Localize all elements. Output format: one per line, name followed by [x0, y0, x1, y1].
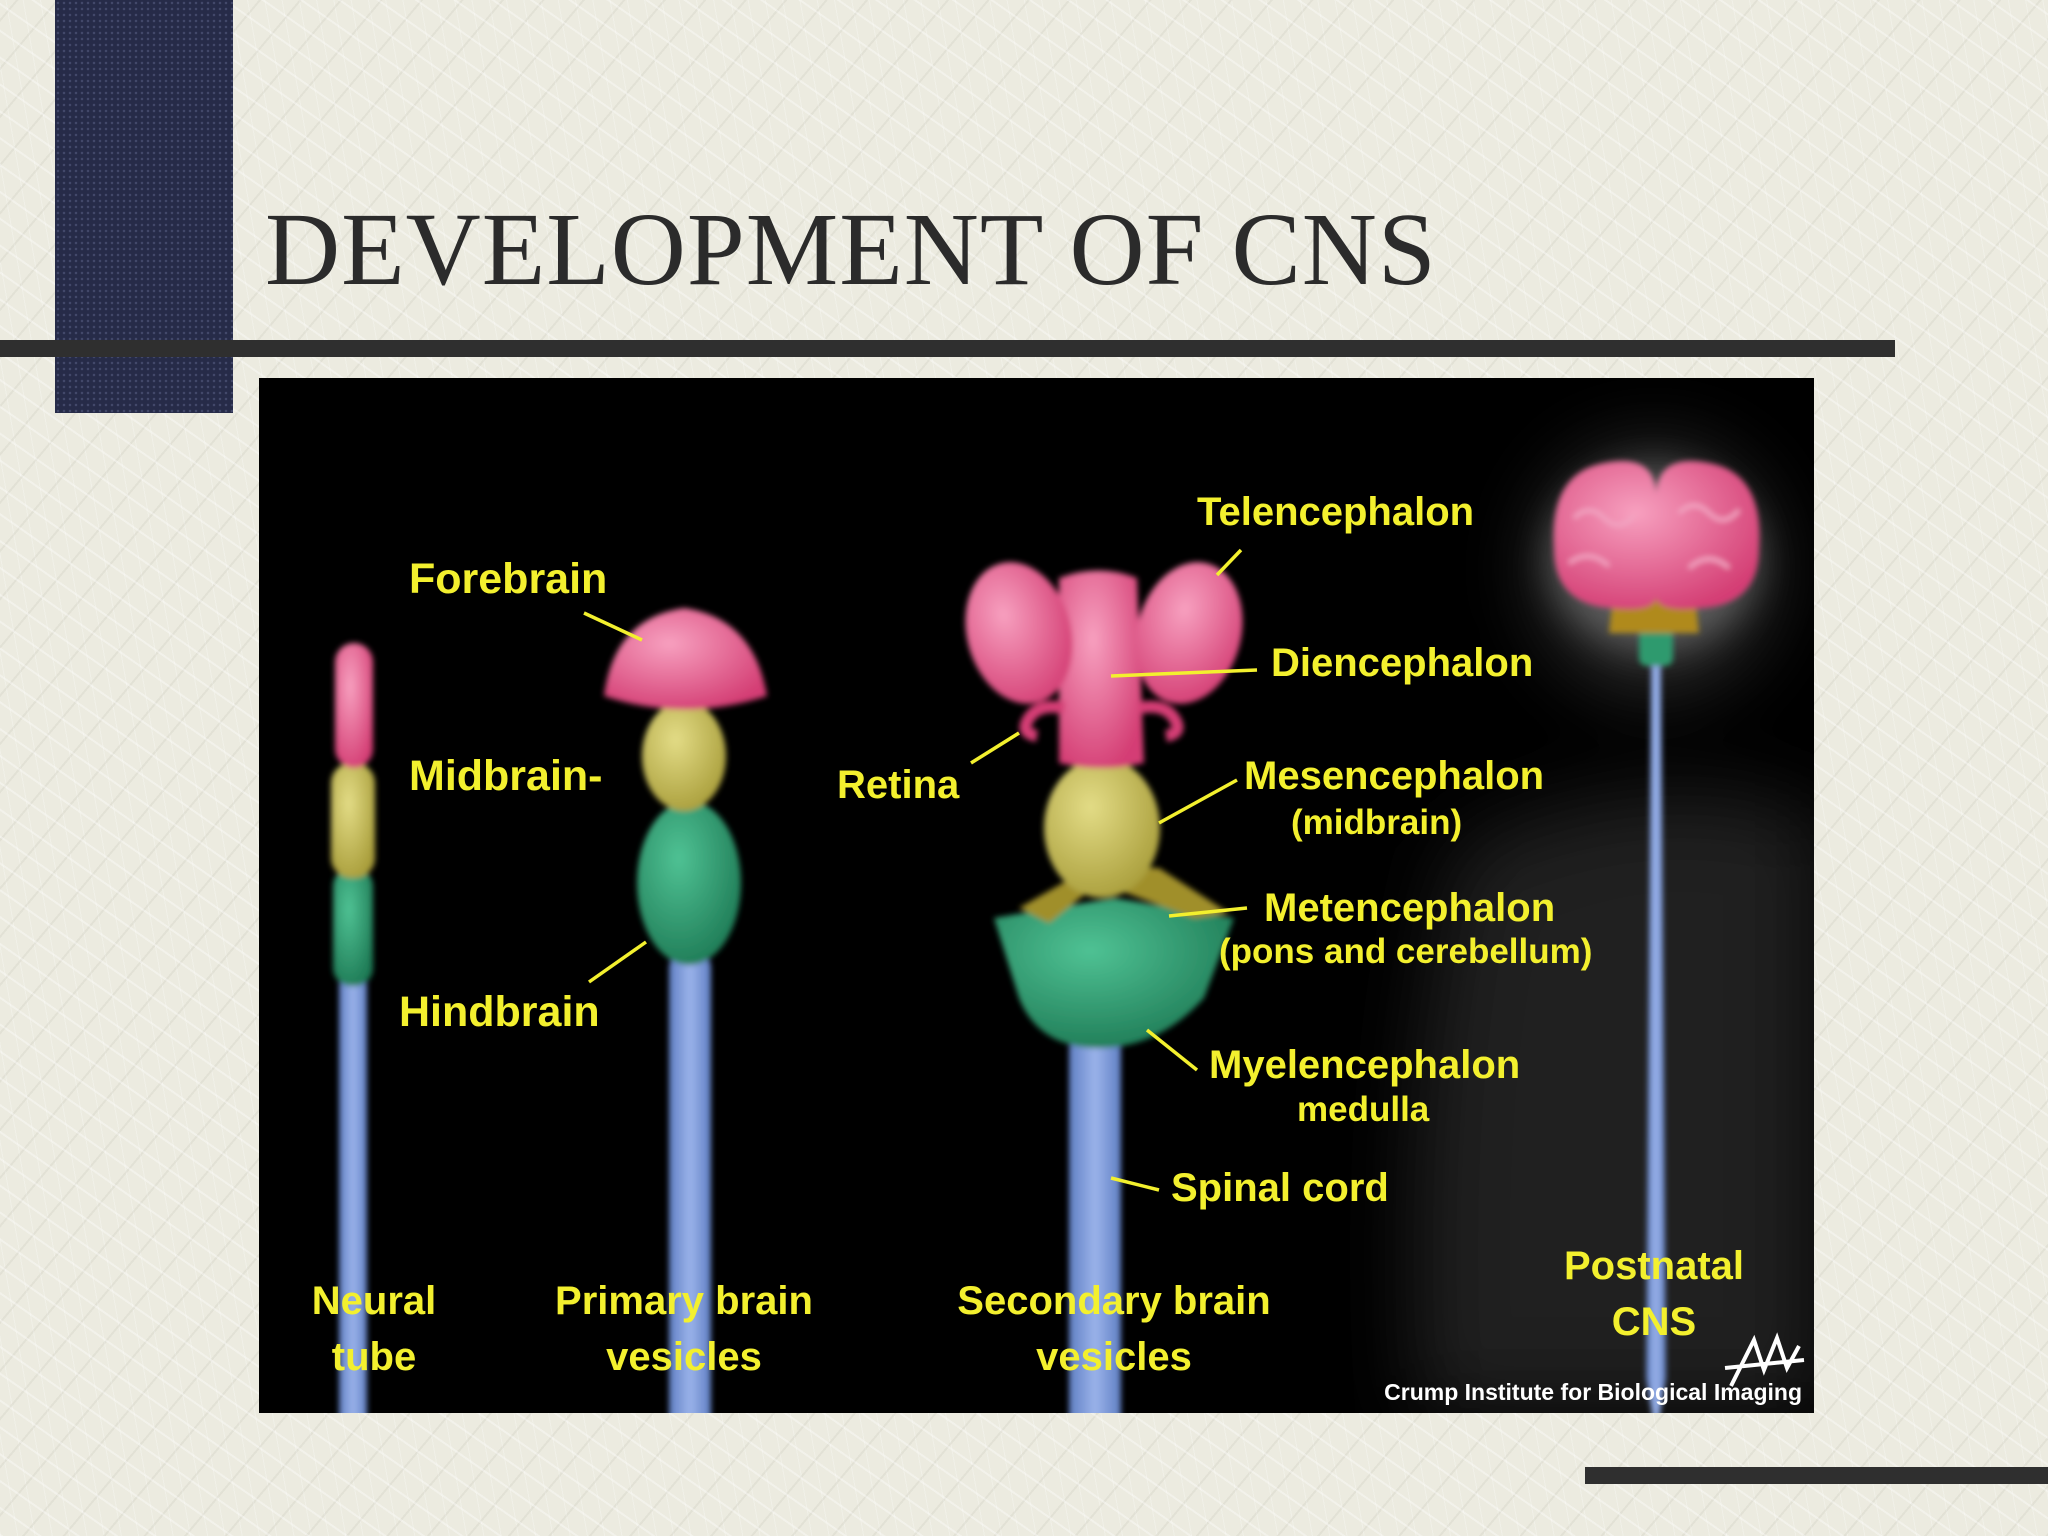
primary-caption-line2: vesicles: [606, 1335, 762, 1379]
spinal-cord-leader: [1110, 1176, 1160, 1192]
hindbrain-label: Hindbrain: [399, 988, 600, 1036]
neural-tube-forebrain-segment: [335, 643, 373, 768]
retina-label: Retina: [837, 763, 960, 807]
postnatal-caption-line1: Postnatal: [1564, 1244, 1744, 1288]
telencephalon-label: Telencephalon: [1197, 490, 1474, 534]
hindbrain-leader: [587, 940, 648, 984]
neural-tube-caption-line2: tube: [332, 1335, 416, 1379]
metencephalon-leader: [1168, 906, 1248, 918]
secondary-caption-line2: vesicles: [1036, 1335, 1192, 1379]
secondary-caption-line1: Secondary brain: [957, 1279, 1270, 1323]
retina-leader: [970, 731, 1020, 765]
structure-labels: Forebrain Midbrain- Hindbrain Retina Tel…: [399, 490, 1592, 1210]
forebrain-leader: [583, 611, 643, 642]
myelencephalon-label: Myelencephalon: [1209, 1043, 1520, 1087]
postnatal-cns-illustration: [1414, 448, 1814, 1413]
primary-hindbrain: [637, 801, 741, 965]
diencephalon-label: Diencephalon: [1271, 641, 1533, 685]
postnatal-brainstem: [1639, 628, 1673, 666]
myelencephalon-leader: [1145, 1028, 1199, 1072]
neural-tube-caption-line1: Neural: [312, 1279, 437, 1323]
neural-tube-hindbrain-segment: [333, 868, 373, 986]
postnatal-spinal-cord: [1646, 658, 1666, 1413]
secondary-telencephalon-right: [1135, 562, 1243, 704]
brain-gyri: [1567, 503, 1741, 570]
secondary-retina-cups: [1019, 700, 1184, 742]
postnatal-caption-line2: CNS: [1612, 1300, 1696, 1344]
primary-forebrain: [604, 608, 767, 710]
cns-development-figure: Forebrain Midbrain- Hindbrain Retina Tel…: [259, 378, 1814, 1413]
diencephalon-leader: [1110, 668, 1258, 678]
mesencephalon-leader: [1158, 778, 1238, 825]
secondary-vesicles-illustration: [965, 562, 1243, 1413]
secondary-diencephalon: [1059, 570, 1144, 768]
secondary-telencephalon-left: [965, 562, 1073, 704]
neural-tube-spinal-segment: [339, 971, 367, 1413]
myelencephalon-sublabel: medulla: [1297, 1090, 1430, 1129]
slide-title: DEVELOPMENT OF CNS: [265, 192, 1437, 307]
spinal-cord-label: Spinal cord: [1171, 1166, 1389, 1210]
crump-logo-icon: [1724, 1332, 1805, 1387]
mesencephalon-sublabel: (midbrain): [1291, 803, 1462, 842]
primary-caption-line1: Primary brain: [555, 1279, 813, 1323]
bottom-rule: [1585, 1467, 2048, 1484]
title-underline: [0, 340, 1895, 357]
neural-tube-illustration: [331, 643, 375, 1413]
mesencephalon-label: Mesencephalon: [1244, 754, 1544, 798]
neural-tube-midbrain-segment: [331, 763, 375, 878]
leader-lines: [583, 548, 1258, 1192]
stage-captions: Neural tube Primary brain vesicles Secon…: [312, 1244, 1744, 1379]
metencephalon-label: Metencephalon: [1264, 886, 1555, 930]
primary-vesicles-illustration: [604, 608, 767, 1413]
secondary-mesencephalon: [1044, 758, 1160, 898]
secondary-spinal-cord: [1069, 1028, 1121, 1413]
midbrain-label: Midbrain-: [409, 752, 602, 800]
image-credit: Crump Institute for Biological Imaging: [1384, 1379, 1802, 1405]
primary-midbrain: [642, 701, 726, 811]
metencephalon-sublabel: (pons and cerebellum): [1219, 932, 1592, 971]
postnatal-cerebrum: [1553, 461, 1760, 610]
primary-spinal-cord: [669, 948, 711, 1413]
telencephalon-leader: [1215, 548, 1243, 577]
secondary-myelencephalon: [994, 898, 1234, 1048]
cns-diagram: Forebrain Midbrain- Hindbrain Retina Tel…: [312, 448, 1814, 1413]
forebrain-label: Forebrain: [409, 555, 607, 603]
